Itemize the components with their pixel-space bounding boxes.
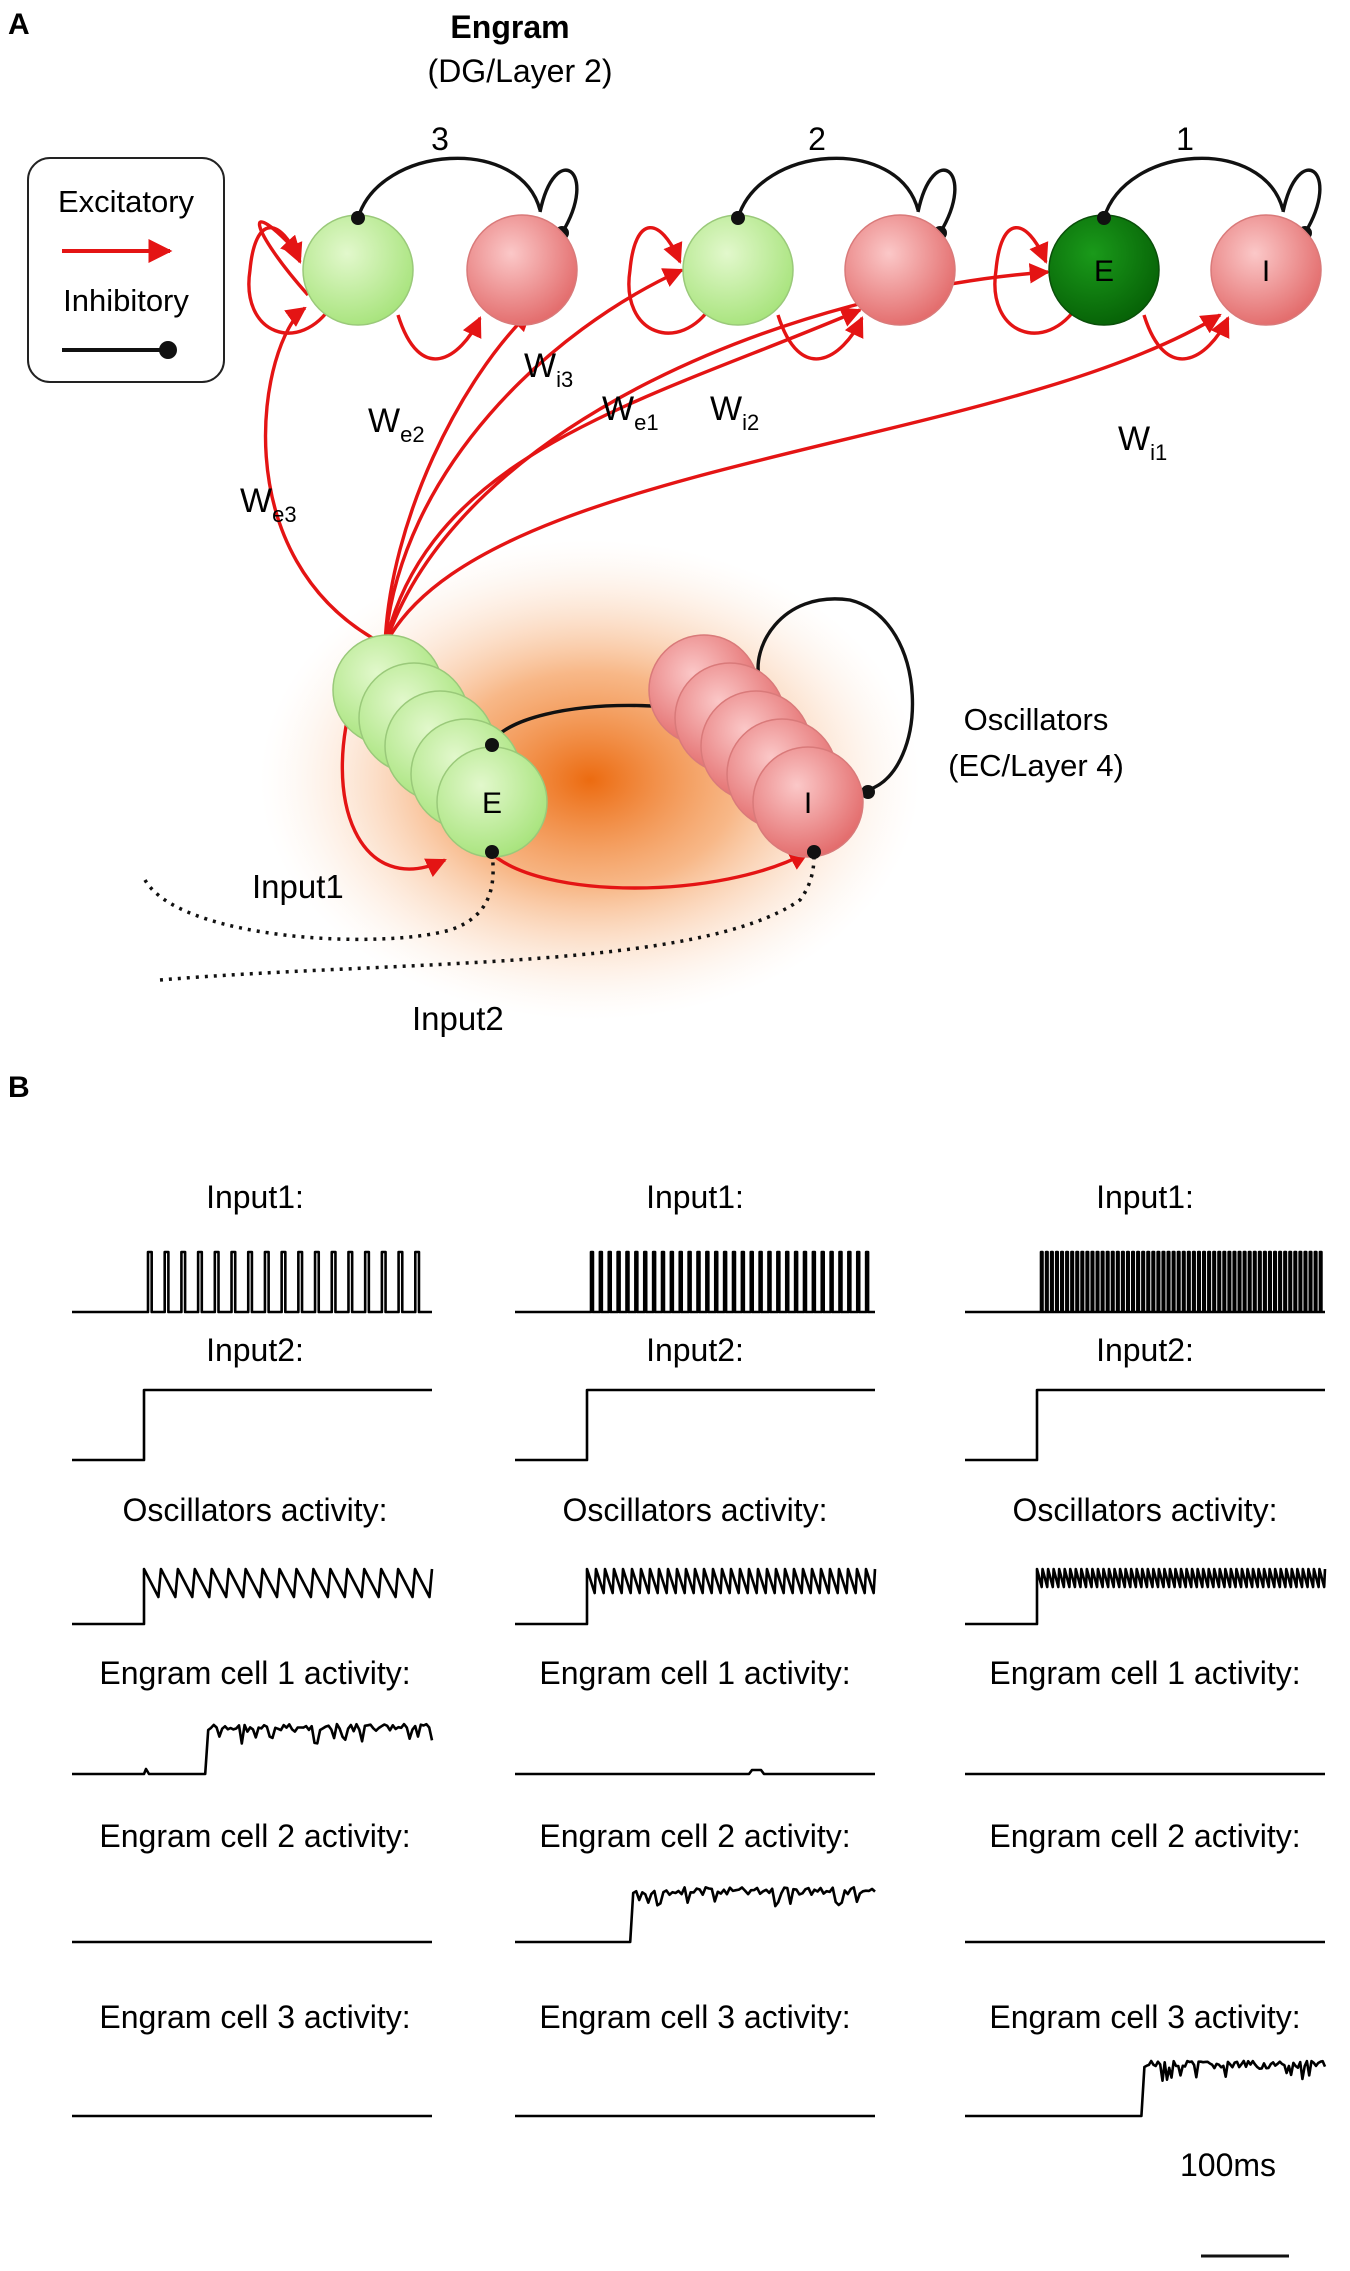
legend-excitatory-label: Excitatory: [58, 184, 195, 219]
input2-label: Input2: [412, 1000, 504, 1037]
trace-label: Input2:: [1096, 1332, 1194, 1368]
activity-trace: [965, 1567, 1327, 1626]
trace-label: Engram cell 3 activity:: [539, 1999, 850, 2035]
panel-b: B Input1: Input2: Oscillators activity: Eng…: [8, 1071, 1327, 2258]
group-label-1: 1: [1176, 121, 1194, 157]
weight-labels: We3 We2 Wi3 We1 Wi2 Wi1: [240, 347, 1167, 527]
weight-wi1: Wi1: [1118, 420, 1167, 465]
engram2-i-cell: [844, 214, 956, 326]
activity-trace: [515, 1768, 875, 1776]
legend: Excitatory Inhibitory: [27, 157, 225, 383]
trace-label: Engram cell 1 activity:: [539, 1655, 850, 1691]
input2-line: [159, 851, 816, 982]
activity-trace: [965, 2059, 1327, 2118]
input1-label: Input1: [252, 868, 344, 905]
engram2-e-cell: [682, 214, 794, 326]
trace-label: Oscillators activity:: [1013, 1492, 1278, 1528]
panel-b-letter: B: [8, 1071, 30, 1104]
trace-label: Engram cell 1 activity:: [989, 1655, 1300, 1691]
trace-label: Engram cell 2 activity:: [989, 1818, 1300, 1854]
legend-inhibitory-label: Inhibitory: [63, 283, 189, 318]
activity-trace: [515, 1567, 877, 1626]
engram1-i-label: I: [1262, 255, 1270, 288]
trace-label: Engram cell 2 activity:: [99, 1818, 410, 1854]
trace-label: Input1:: [646, 1179, 744, 1215]
weight-wi2: Wi2: [710, 390, 759, 435]
engram1-e-label: E: [1094, 255, 1114, 288]
trace-label: Engram cell 3 activity:: [99, 1999, 410, 2035]
engram-subtitle: (DG/Layer 2): [428, 53, 613, 89]
activity-trace: [72, 1250, 432, 1314]
activity-trace: [965, 1250, 1325, 1314]
activity-trace: [72, 1722, 434, 1776]
osc-e-label: E: [482, 787, 502, 820]
weight-we1: We1: [602, 390, 659, 435]
group-label-3: 3: [431, 121, 449, 157]
legend-box: [27, 157, 225, 383]
oscillator-network: E I Oscillators (EC/Layer 4): [332, 597, 1124, 890]
activity-trace: [515, 1250, 875, 1314]
oscillators-subtitle: (EC/Layer 4): [948, 748, 1124, 783]
group-label-2: 2: [808, 121, 826, 157]
trace-label: Engram cell 1 activity:: [99, 1655, 410, 1691]
activity-trace: [515, 1886, 876, 1944]
weight-we2: We2: [368, 402, 425, 447]
activity-trace: [515, 1388, 875, 1462]
trace-label: Input2:: [206, 1332, 304, 1368]
inhibitory-terminal-icon: [159, 341, 177, 359]
activity-trace: [72, 1388, 432, 1462]
trace-label: Engram cell 2 activity:: [539, 1818, 850, 1854]
input1-line: [143, 851, 495, 942]
panel-a: A Engram (DG/Layer 2) 3 2 1 Excitatory I…: [8, 8, 1322, 1037]
inputs: Input1 Input2: [143, 851, 816, 1037]
weight-wi3: Wi3: [524, 347, 573, 392]
trace-label: Oscillators activity:: [563, 1492, 828, 1528]
weight-we3: We3: [240, 482, 297, 527]
trace-label: Input1:: [206, 1179, 304, 1215]
trace-label: Oscillators activity:: [123, 1492, 388, 1528]
scale-bar-label: 100ms: [1180, 2147, 1276, 2183]
engram1-i-cell: [1210, 214, 1322, 326]
oscillators-title: Oscillators: [964, 702, 1109, 737]
engram-title: Engram: [450, 9, 569, 45]
osc-i-label: I: [804, 787, 812, 820]
trace-label: Engram cell 3 activity:: [989, 1999, 1300, 2035]
activity-trace: [72, 1567, 434, 1626]
panel-a-letter: A: [8, 8, 30, 41]
trace-label: Input1:: [1096, 1179, 1194, 1215]
engram3-e-cell: [302, 214, 414, 326]
osc-i-cell: [752, 746, 864, 858]
trace-grid: Input1: Input2: Oscillators activity: Engra…: [72, 1179, 1327, 2118]
engram3-i-cell: [466, 214, 578, 326]
trace-label: Input2:: [646, 1332, 744, 1368]
activity-trace: [965, 1388, 1325, 1462]
